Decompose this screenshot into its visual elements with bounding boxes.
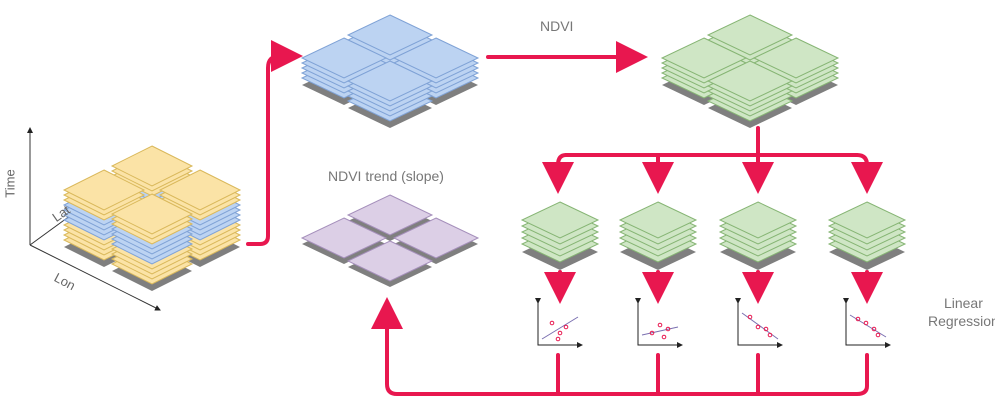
blue-tile-layer — [392, 37, 480, 79]
cube-tile-layer — [158, 169, 242, 211]
plot-axes — [735, 298, 783, 348]
regression-point — [875, 332, 881, 338]
plot-axes — [635, 298, 683, 348]
regression-point — [855, 316, 861, 322]
regression-point — [657, 322, 663, 328]
data-cube-stack — [62, 145, 242, 291]
arrow-cube-to-blue — [246, 40, 303, 246]
flow-arrows — [246, 40, 883, 396]
green-tile-layer — [752, 37, 840, 79]
regression-plot — [735, 298, 783, 348]
plot-axes — [535, 298, 583, 348]
regression-line — [849, 314, 887, 338]
regression-line — [541, 316, 579, 340]
ndvi-trend-tiles — [300, 194, 480, 287]
green-tile-layer — [706, 14, 794, 56]
small-green-tile-layer — [827, 201, 907, 239]
arrow-branch-1 — [542, 153, 574, 194]
cube-tile-layer — [110, 193, 194, 235]
regression-point — [563, 324, 569, 330]
time-axis-label: Time — [2, 169, 18, 198]
blue-tile-layer — [300, 37, 388, 79]
regression-point — [763, 326, 769, 332]
small-green-tile-layer — [718, 201, 798, 239]
linear-regression-label: Linear Regression — [928, 295, 995, 329]
regression-point — [755, 324, 761, 330]
regression-point — [557, 330, 563, 336]
cube-tile-layer — [62, 169, 146, 211]
regression-plot — [843, 298, 891, 348]
regression-point — [871, 326, 877, 332]
regression-point — [649, 330, 655, 336]
regression-point — [863, 320, 869, 326]
plot-axes — [843, 298, 891, 348]
green-tile-layer — [706, 60, 794, 102]
ndvi-label: NDVI — [540, 18, 574, 34]
ndvi-tile-stack — [660, 14, 840, 128]
regression-plot — [635, 298, 683, 348]
trend-tile-layer — [392, 217, 480, 259]
regression-point — [549, 320, 555, 326]
ndvi-trend-label: NDVI trend (slope) — [328, 168, 444, 184]
regression-point — [661, 334, 667, 340]
regression-plots — [535, 298, 891, 348]
trend-tile-layer — [300, 217, 388, 259]
blue-tile-layer — [346, 60, 434, 102]
regression-plot — [535, 298, 583, 348]
small-green-tile-layer — [618, 201, 698, 239]
blue-tile-stack — [300, 14, 480, 128]
regression-point — [747, 314, 753, 320]
regression-point — [665, 326, 671, 332]
arrow-bus — [387, 305, 869, 396]
trend-tile-layer — [346, 194, 434, 236]
blue-tile-layer — [346, 14, 434, 56]
regression-point — [555, 336, 561, 342]
pixel-time-series-stacks — [520, 201, 907, 270]
arrow-branch-4 — [851, 153, 883, 194]
green-tile-layer — [660, 37, 748, 79]
regression-point — [767, 332, 773, 338]
small-green-tile-layer — [520, 201, 600, 239]
regression-line — [641, 326, 679, 336]
cube-tile-layer — [110, 145, 194, 187]
